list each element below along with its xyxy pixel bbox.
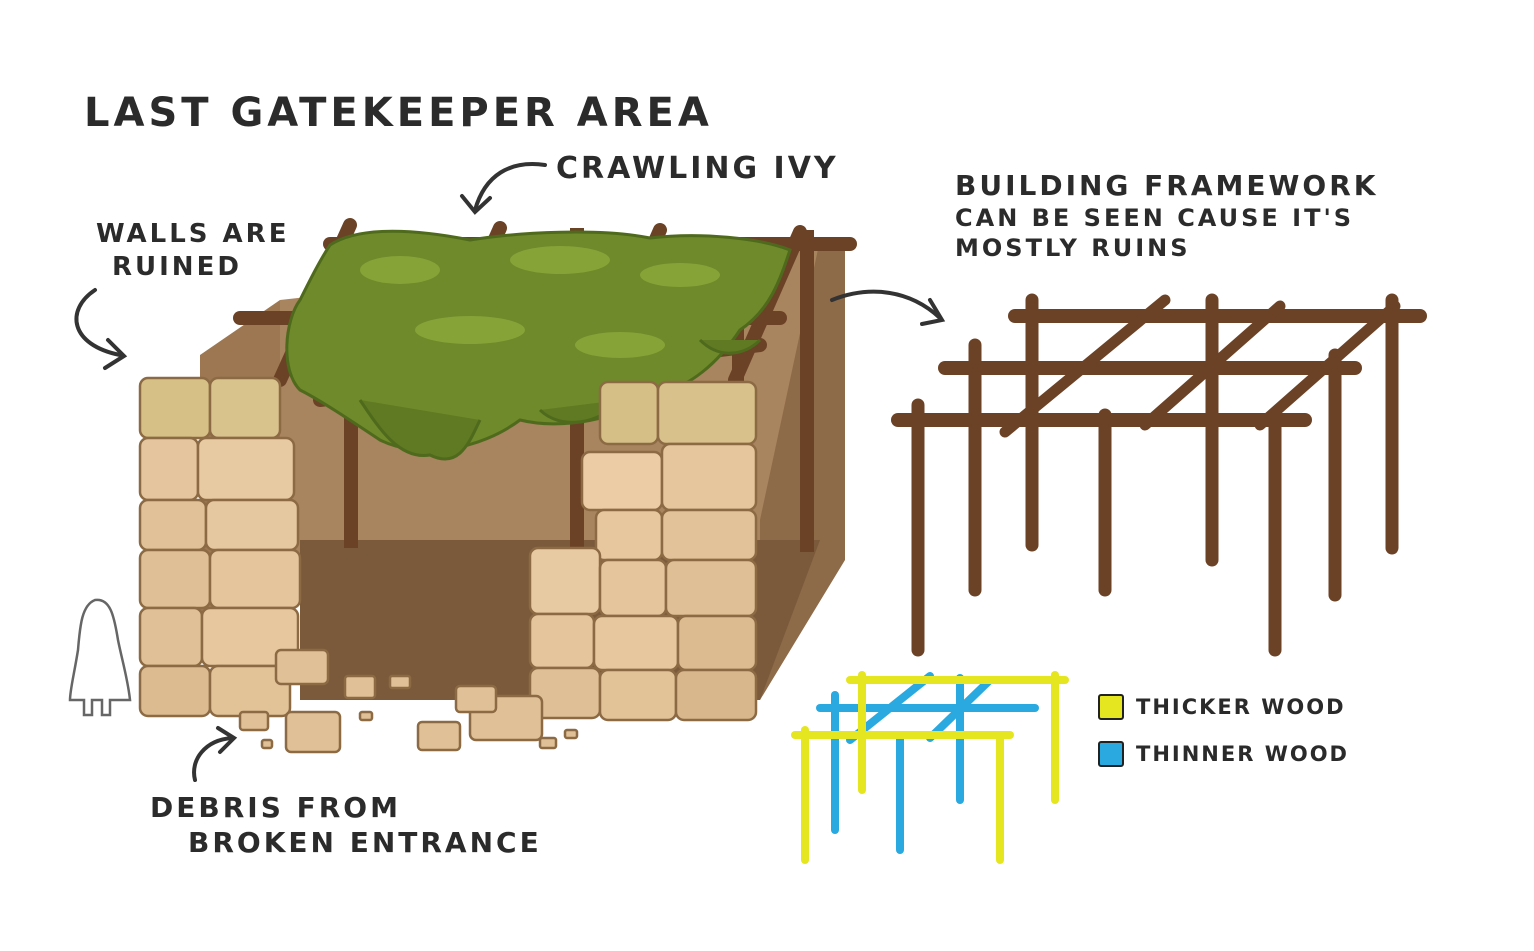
legend-thinner-wood: THINNER WOOD (1098, 741, 1349, 767)
right-stone-pillar (528, 380, 758, 722)
thinner-wood-swatch (1098, 741, 1124, 767)
color-coded-framework (791, 671, 1069, 864)
walls-note-line2: RUINED (112, 251, 242, 282)
thicker-wood-swatch (1098, 694, 1124, 720)
page-title: LAST GATEKEEPER AREA (84, 90, 713, 136)
debris-note-line1: DEBRIS FROM (150, 791, 401, 824)
walls-ruined-note: WALLS ARE RUINED (96, 218, 289, 283)
ivy-highlights (360, 246, 720, 358)
framework-note-line2: CAN BE SEEN CAUSE IT'S (955, 204, 1355, 232)
framework-note-line3: MOSTLY RUINS (955, 234, 1191, 262)
thicker-wood-label: THICKER WOOD (1136, 695, 1346, 719)
walls-note-line1: WALLS ARE (96, 219, 290, 249)
left-stone-pillar (138, 376, 302, 718)
legend-thicker-wood: THICKER WOOD (1098, 694, 1346, 720)
ivy-arrow (473, 162, 547, 212)
ruined-building (68, 218, 857, 754)
annotation-arrows (74, 162, 946, 782)
framework-arrow (830, 289, 942, 320)
crawling-ivy-note: CRAWLING IVY (556, 151, 839, 186)
debris (238, 648, 579, 754)
debris-note-line2: BROKEN ENTRANCE (188, 826, 542, 859)
thinner-wood-label: THINNER WOOD (1136, 742, 1349, 766)
framework-note: BUILDING FRAMEWORK CAN BE SEEN CAUSE IT'… (955, 168, 1475, 263)
building-framework (891, 293, 1427, 657)
walls-arrow (74, 288, 122, 357)
human-scale-silhouette (68, 598, 132, 717)
debris-arrow (192, 736, 234, 782)
framework-note-line1: BUILDING FRAMEWORK (955, 169, 1379, 202)
debris-note: DEBRIS FROM BROKEN ENTRANCE (150, 790, 542, 860)
